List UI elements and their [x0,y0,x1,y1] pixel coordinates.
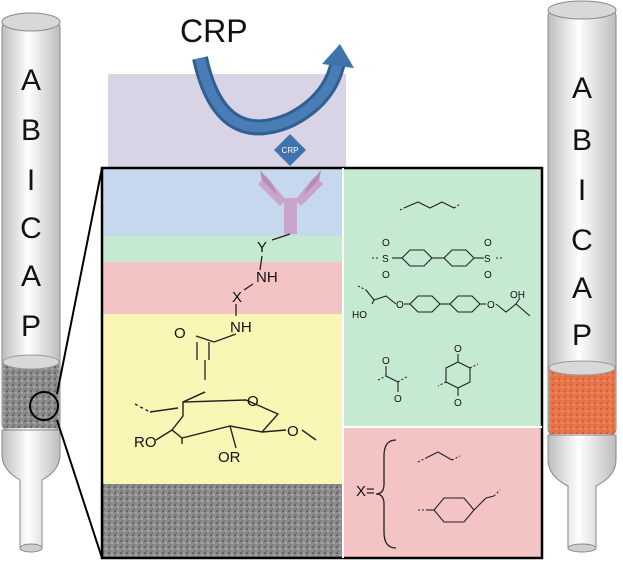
left-letter-6: P [21,310,41,343]
y-option-alkyl [399,201,461,211]
band-support [102,484,343,558]
biphenyl-o-right: O [487,300,495,311]
left-letter-1: A [21,64,41,97]
crp-badge-label: CRP [282,146,299,155]
y-label: Y [257,239,267,256]
left-column-tube [1,12,61,553]
band-sugar [102,314,343,484]
x-options-label: X= [356,483,375,500]
sulfone-s-left: S [382,254,389,265]
ring-o: O [247,393,259,410]
x-options-brace [375,439,397,549]
sulfone-s-right: S [484,254,491,265]
carbonyl-o: O [174,325,186,342]
sulfone-o-4: O [484,270,492,281]
right-letter-4: C [571,224,593,257]
right-letter-3: I [578,174,586,207]
nh-lower: NH [230,319,252,336]
biphenyl-o-left: O [396,300,404,311]
or-label: OR [218,449,241,466]
band-antibody [102,168,343,236]
oxalyl-o-top: O [382,356,390,367]
quinone-o-top: O [454,344,462,355]
left-letter-5: A [21,260,41,293]
right-column-tube [547,0,617,553]
left-letter-2: B [21,114,41,147]
right-column-letters: A B I C A P [571,72,593,352]
analyte-label: CRP [180,13,248,49]
y-option-quinone [437,354,479,396]
x-label: X [232,289,242,306]
right-letter-2: B [572,124,592,157]
ro-label: RO [134,434,157,451]
sulfone-o-3: O [484,238,492,249]
x-option-ethyl [417,451,461,463]
sulfone-o-1: O [382,238,390,249]
biphenyl-ho: HO [352,310,367,321]
x-option-benzyl [418,489,501,523]
left-letter-3: I [27,164,35,197]
sulfone-o-2: O [382,270,390,281]
y-option-oxalyl [377,366,409,392]
quinone-o-bottom: O [454,398,462,409]
left-letter-4: C [20,212,42,245]
nh-upper: NH [256,269,278,286]
y-option-sulfone [372,249,504,267]
ring-o-methyl: O [287,423,299,440]
biphenyl-oh: OH [510,290,525,301]
right-letter-5: A [572,272,592,305]
crp-badge: CRP [274,134,306,166]
y-option-biphenyl-ether [357,285,531,317]
left-column-letters: A B I C A P [20,64,42,343]
arrow-head [322,44,354,68]
zoom-line-bottom [56,419,103,559]
right-letter-1: A [572,72,592,105]
y-options-panel [343,168,542,427]
left-column-packing [3,362,59,428]
x-options-panel [343,427,542,558]
sugar-ring [134,391,317,449]
right-letter-6: P [572,319,592,352]
oxalyl-o-bottom: O [394,394,402,405]
capture-arrow [192,44,354,136]
zoom-panel [100,166,544,560]
zoom-line-top [56,167,103,395]
magnify-circle [29,391,59,421]
band-y-linker [102,236,343,262]
band-x-linker [102,262,343,314]
right-column-packing [549,368,615,434]
antibody-icon [258,170,323,234]
